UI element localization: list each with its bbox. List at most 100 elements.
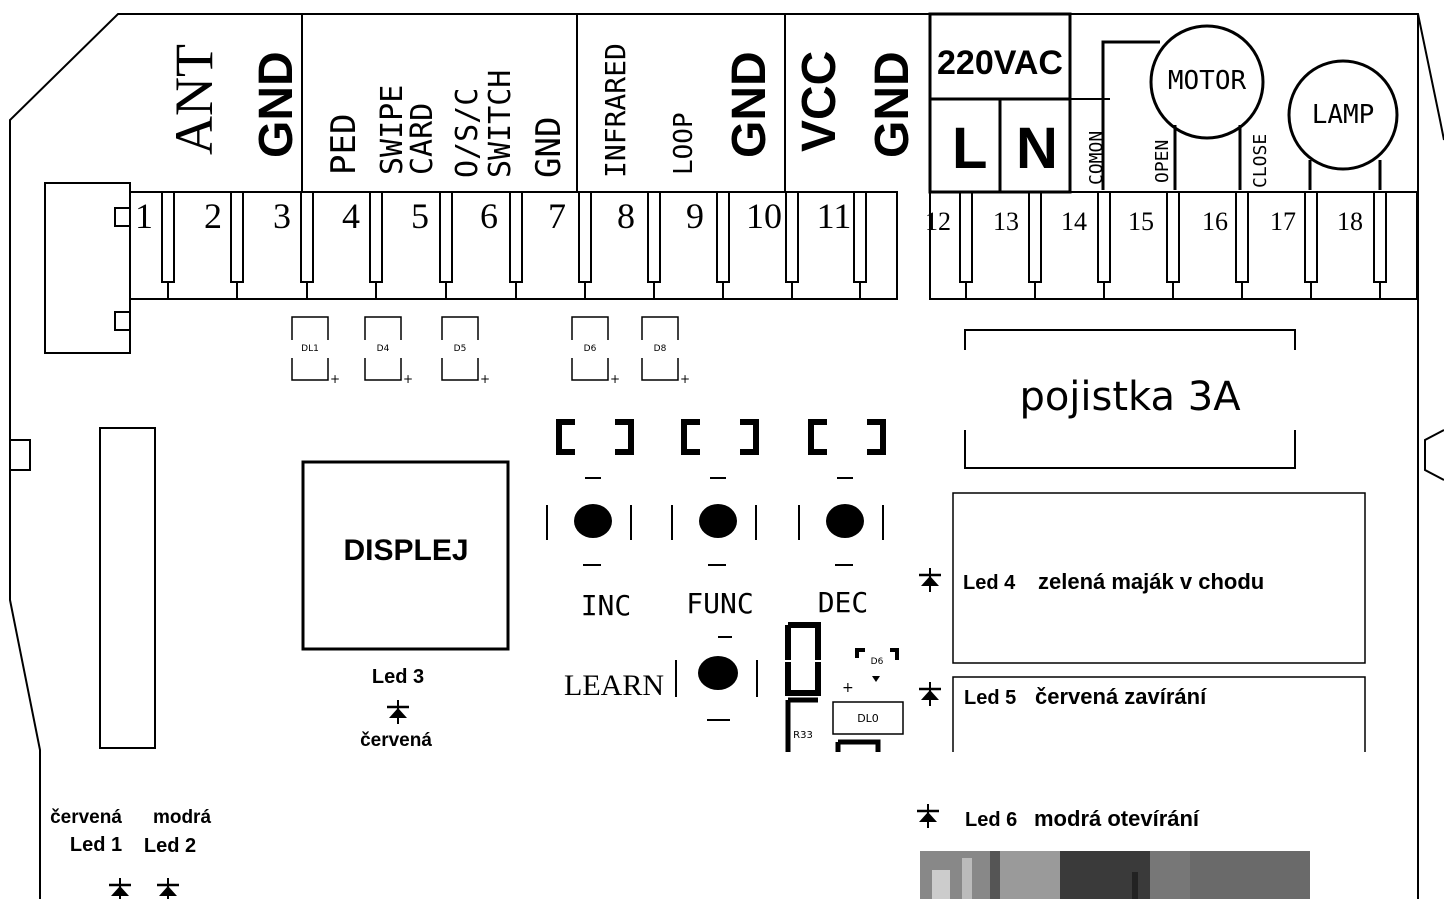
learn-label: LEARN: [564, 669, 664, 702]
learn-button[interactable]: [675, 636, 758, 721]
label-switch: SWITCH: [483, 70, 518, 178]
label-gnd-4: GND: [866, 51, 919, 158]
label-ped: PED: [324, 114, 364, 175]
terminal-pin: [439, 191, 453, 299]
motor-symbol: MOTOR: [1149, 24, 1265, 190]
led5-desc: červená zavírání: [1035, 684, 1207, 709]
led-icon: [109, 878, 131, 899]
polarity-mark: +: [610, 372, 620, 386]
func-label: FUNC: [686, 587, 753, 620]
terminal-pins-right: [959, 191, 1387, 299]
terminal-pin: [509, 191, 523, 299]
terminal-number: 14: [1061, 207, 1087, 236]
led-icon: [387, 700, 409, 724]
button-labels: INC FUNC DEC LEARN: [564, 586, 868, 702]
led1-name: Led 1: [70, 834, 122, 856]
led6-name: Led 6: [965, 809, 1017, 831]
label-n: N: [1016, 116, 1058, 181]
label-osc: O/S/C: [450, 88, 485, 178]
led1-color: červená: [50, 807, 122, 828]
terminal-pin: [230, 191, 244, 299]
diode: D5 +: [441, 316, 490, 386]
label-220vac: 220VAC: [937, 44, 1063, 82]
led-icon: [917, 804, 939, 828]
led3-color: červená: [360, 730, 432, 751]
polarity-mark: +: [842, 680, 854, 696]
polarity-mark: +: [403, 372, 413, 386]
dec-label: DEC: [818, 586, 869, 619]
diode-label: D5: [454, 344, 467, 354]
part-dl0: DL0: [857, 712, 879, 725]
terminal-pin: [1166, 191, 1180, 299]
led3-name: Led 3: [372, 666, 424, 688]
led-labels: Led 3 červená červená modrá Led 1 Led 2 …: [50, 569, 1264, 857]
terminal-number: 11: [817, 196, 852, 236]
led4-desc: zelená maják v chodu: [1038, 569, 1264, 594]
label-ant: ANT: [164, 44, 224, 155]
label-gnd-3: GND: [723, 51, 776, 158]
led2-color: modrá: [153, 807, 212, 828]
terminal-pin: [647, 191, 661, 299]
terminal-number: 17: [1270, 207, 1296, 236]
led-icon: [157, 878, 179, 899]
led6-desc: modrá otevírání: [1034, 806, 1200, 831]
inc-button[interactable]: [546, 419, 634, 566]
label-swipe: SWIPE: [375, 85, 410, 175]
button-row: [546, 419, 886, 566]
led-symbols: [109, 568, 941, 899]
terminal-pin: [369, 191, 383, 299]
label-comon: COMON: [1086, 131, 1107, 185]
fuse-label: pojistka 3A: [1019, 374, 1241, 420]
terminal-number: 5: [411, 196, 429, 236]
side-connector: [99, 427, 156, 749]
label-infrared: INFRARED: [599, 43, 632, 178]
inc-label: INC: [581, 589, 632, 622]
terminal-number: 13: [993, 207, 1019, 236]
polarity-mark: +: [330, 372, 340, 386]
label-gnd-2: GND: [529, 117, 569, 178]
display-area: DISPLEJ: [301, 460, 510, 651]
terminal-labels: ANT GND PED SWIPE CARD O/S/C SWITCH GND …: [164, 43, 1271, 188]
diode-label: D6: [584, 344, 597, 354]
terminal-pin: [1304, 191, 1318, 299]
diode-label: D4: [377, 344, 390, 354]
terminal-number: 15: [1128, 207, 1154, 236]
label-l: L: [952, 116, 987, 181]
board-outline: [9, 13, 1444, 899]
photo-fragment: [920, 851, 1310, 899]
led-panels: [952, 492, 1366, 752]
led2-name: Led 2: [144, 835, 196, 857]
terminal-pin: [959, 191, 973, 299]
terminal-number: 12: [925, 207, 951, 236]
label-motor: MOTOR: [1168, 66, 1247, 96]
func-button[interactable]: [671, 419, 759, 566]
terminal-pin: [578, 191, 592, 299]
terminal-pin: [1235, 191, 1249, 299]
display-label: DISPLEJ: [343, 534, 468, 567]
diode: D6 +: [571, 316, 620, 386]
polarity-mark: +: [480, 372, 490, 386]
led-icon: [919, 682, 941, 706]
lower-components: D6 DL0 R33 +: [785, 622, 904, 752]
label-lamp: LAMP: [1312, 100, 1375, 130]
label-card: CARD: [405, 103, 440, 175]
dec-button[interactable]: [798, 419, 886, 566]
polarity-mark: +: [680, 372, 690, 386]
lamp-symbol: LAMP: [1287, 59, 1399, 190]
terminal-number: 10: [746, 196, 782, 236]
led-icon: [919, 568, 941, 592]
terminal-pin: [161, 191, 175, 299]
label-dividers: [301, 12, 1160, 194]
label-gnd-1: GND: [250, 51, 303, 158]
diode-label: D8: [654, 344, 667, 354]
terminal-pin: [853, 191, 867, 299]
terminal-pin: [716, 191, 730, 299]
terminal-number: 18: [1337, 207, 1363, 236]
led4-name: Led 4: [963, 572, 1016, 594]
diode: D8 +: [641, 316, 690, 386]
label-vcc: VCC: [793, 51, 846, 152]
diode: DL1+: [291, 316, 340, 386]
terminal-pins-left: [161, 191, 867, 299]
